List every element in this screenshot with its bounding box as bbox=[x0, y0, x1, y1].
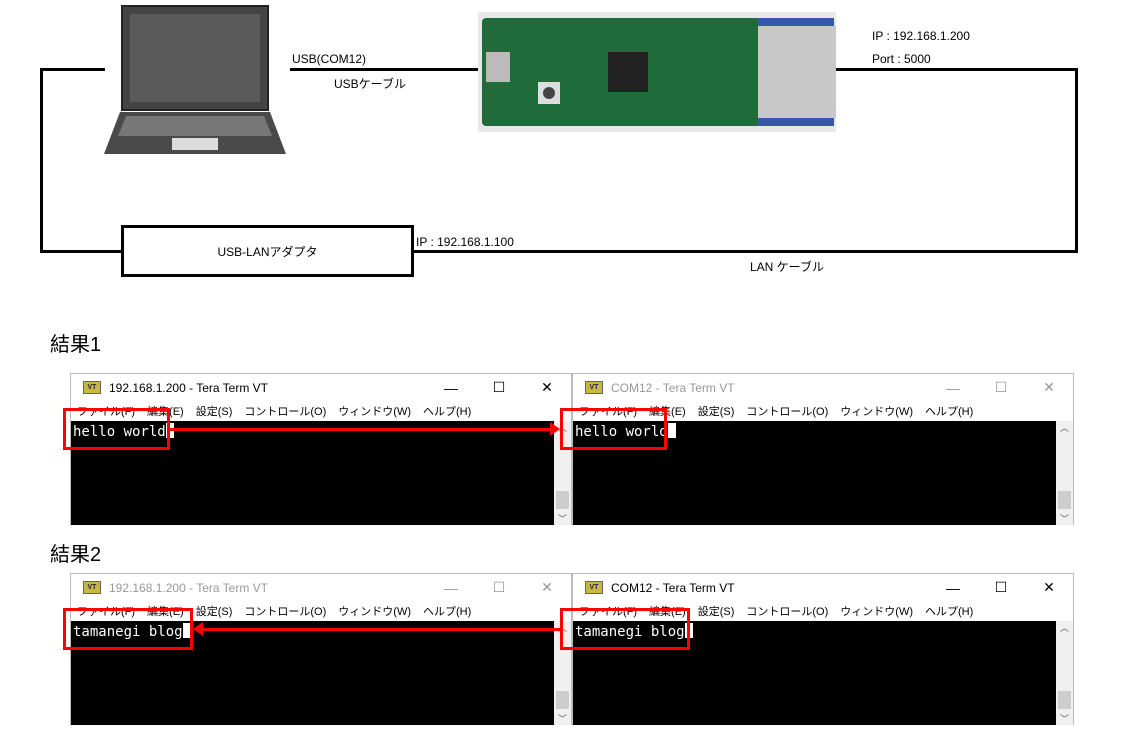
window-title: COM12 - Tera Term VT bbox=[611, 580, 735, 595]
tera-term-app-icon: VT bbox=[83, 581, 101, 594]
menu-item[interactable]: ウィンドウ(W) bbox=[840, 406, 913, 418]
scroll-up-icon[interactable]: ︿ bbox=[1059, 623, 1069, 633]
window-title: 192.168.1.200 - Tera Term VT bbox=[109, 380, 268, 395]
highlight-box bbox=[63, 608, 193, 650]
minimize-button[interactable]: — bbox=[946, 379, 960, 396]
scrollbar-thumb[interactable] bbox=[556, 691, 569, 709]
menu-item[interactable]: ウィンドウ(W) bbox=[338, 406, 411, 418]
title-bar[interactable]: VT 192.168.1.200 - Tera Term VT — ☐ ✕ bbox=[71, 374, 571, 401]
maximize-button[interactable]: ☐ bbox=[492, 579, 506, 595]
scrollbar-thumb[interactable] bbox=[1058, 491, 1071, 509]
minimize-button[interactable]: — bbox=[444, 579, 458, 596]
arrow-head-icon bbox=[193, 622, 203, 636]
highlight-box bbox=[560, 408, 667, 450]
menu-item[interactable]: 設定(S) bbox=[195, 606, 233, 618]
window-title: 192.168.1.200 - Tera Term VT bbox=[109, 580, 268, 595]
terminal-area[interactable]: tamanegi blog bbox=[573, 621, 1057, 725]
highlight-box bbox=[560, 608, 690, 650]
arrow-right bbox=[170, 428, 552, 431]
tera-term-window-com12[interactable]: VT COM12 - Tera Term VT — ☐ ✕ ファイル(F)編集(… bbox=[572, 373, 1074, 525]
result-heading: 結果1 bbox=[50, 334, 102, 356]
terminal-text: hello world bbox=[575, 424, 668, 440]
close-button[interactable]: ✕ bbox=[1043, 379, 1055, 395]
adapter-label: USB-LANアダプタ bbox=[217, 244, 318, 259]
title-bar[interactable]: VT 192.168.1.200 - Tera Term VT — ☐ ✕ bbox=[71, 574, 571, 601]
terminal-text: hello world bbox=[73, 424, 166, 440]
result-heading: 結果2 bbox=[50, 544, 102, 566]
tera-term-window-com12[interactable]: VT COM12 - Tera Term VT — ☐ ✕ ファイル(F)編集(… bbox=[572, 573, 1074, 725]
scrollbar[interactable]: ︿﹀ bbox=[1056, 621, 1073, 725]
scrollbar[interactable]: ︿﹀ bbox=[1056, 421, 1073, 525]
arrow-left bbox=[203, 628, 560, 631]
scroll-down-icon[interactable]: ﹀ bbox=[557, 714, 567, 724]
laptop-icon bbox=[104, 5, 286, 154]
usb-port-label: USB(COM12) bbox=[292, 52, 367, 66]
usb-cable-label: USBケーブル bbox=[334, 77, 406, 91]
menu-item[interactable]: 設定(S) bbox=[697, 406, 735, 418]
pico-ip-label: IP : 192.168.1.200 bbox=[872, 29, 970, 43]
tera-term-app-icon: VT bbox=[585, 581, 603, 594]
raspberry-pi-pico-board bbox=[478, 12, 836, 132]
menu-item[interactable]: ウィンドウ(W) bbox=[338, 606, 411, 618]
minimize-button[interactable]: — bbox=[444, 379, 458, 396]
menu-item[interactable]: コントロール(O) bbox=[746, 606, 829, 618]
menu-item[interactable]: ヘルプ(H) bbox=[423, 406, 472, 418]
menu-item[interactable]: コントロール(O) bbox=[244, 406, 327, 418]
adapter-ip-label: IP : 192.168.1.100 bbox=[416, 235, 514, 249]
terminal-area[interactable]: tamanegi blog bbox=[71, 621, 555, 725]
maximize-button[interactable]: ☐ bbox=[994, 379, 1008, 395]
terminal-area[interactable]: hello world bbox=[71, 421, 555, 525]
terminal-cursor bbox=[667, 423, 676, 438]
menu-item[interactable]: ウィンドウ(W) bbox=[840, 606, 913, 618]
terminal-area[interactable]: hello world bbox=[573, 421, 1057, 525]
terminal-text: tamanegi blog bbox=[73, 624, 183, 640]
menu-item[interactable]: 設定(S) bbox=[195, 406, 233, 418]
menu-item[interactable]: ヘルプ(H) bbox=[925, 606, 974, 618]
arrow-head-icon bbox=[550, 422, 560, 436]
menu-item[interactable]: ヘルプ(H) bbox=[423, 606, 472, 618]
title-bar[interactable]: VT COM12 - Tera Term VT — ☐ ✕ bbox=[573, 574, 1073, 601]
menu-item[interactable]: コントロール(O) bbox=[746, 406, 829, 418]
close-button[interactable]: ✕ bbox=[541, 379, 553, 395]
scrollbar-thumb[interactable] bbox=[556, 491, 569, 509]
scroll-down-icon[interactable]: ﹀ bbox=[1059, 514, 1069, 524]
maximize-button[interactable]: ☐ bbox=[994, 579, 1008, 595]
terminal-cursor bbox=[182, 623, 191, 638]
tera-term-app-icon: VT bbox=[83, 381, 101, 394]
tera-term-app-icon: VT bbox=[585, 381, 603, 394]
scroll-down-icon[interactable]: ﹀ bbox=[557, 514, 567, 524]
minimize-button[interactable]: — bbox=[946, 579, 960, 596]
menu-item[interactable]: コントロール(O) bbox=[244, 606, 327, 618]
menu-item[interactable]: 設定(S) bbox=[697, 606, 735, 618]
lan-cable-label: LAN ケーブル bbox=[750, 260, 824, 274]
title-bar[interactable]: VT COM12 - Tera Term VT — ☐ ✕ bbox=[573, 374, 1073, 401]
menu-item[interactable]: ヘルプ(H) bbox=[925, 406, 974, 418]
close-button[interactable]: ✕ bbox=[541, 579, 553, 595]
scrollbar-thumb[interactable] bbox=[1058, 691, 1071, 709]
scroll-up-icon[interactable]: ︿ bbox=[1059, 423, 1069, 433]
pico-port-label: Port : 5000 bbox=[872, 52, 931, 66]
terminal-text: tamanegi blog bbox=[575, 624, 685, 640]
maximize-button[interactable]: ☐ bbox=[492, 379, 506, 395]
close-button[interactable]: ✕ bbox=[1043, 579, 1055, 595]
highlight-box bbox=[63, 408, 170, 450]
window-title: COM12 - Tera Term VT bbox=[611, 380, 735, 395]
usb-lan-adapter-box: USB-LANアダプタ bbox=[121, 225, 414, 277]
menu-bar: ファイル(F)編集(E)設定(S)コントロール(O)ウィンドウ(W)ヘルプ(H) bbox=[573, 601, 1073, 621]
scroll-down-icon[interactable]: ﹀ bbox=[1059, 714, 1069, 724]
